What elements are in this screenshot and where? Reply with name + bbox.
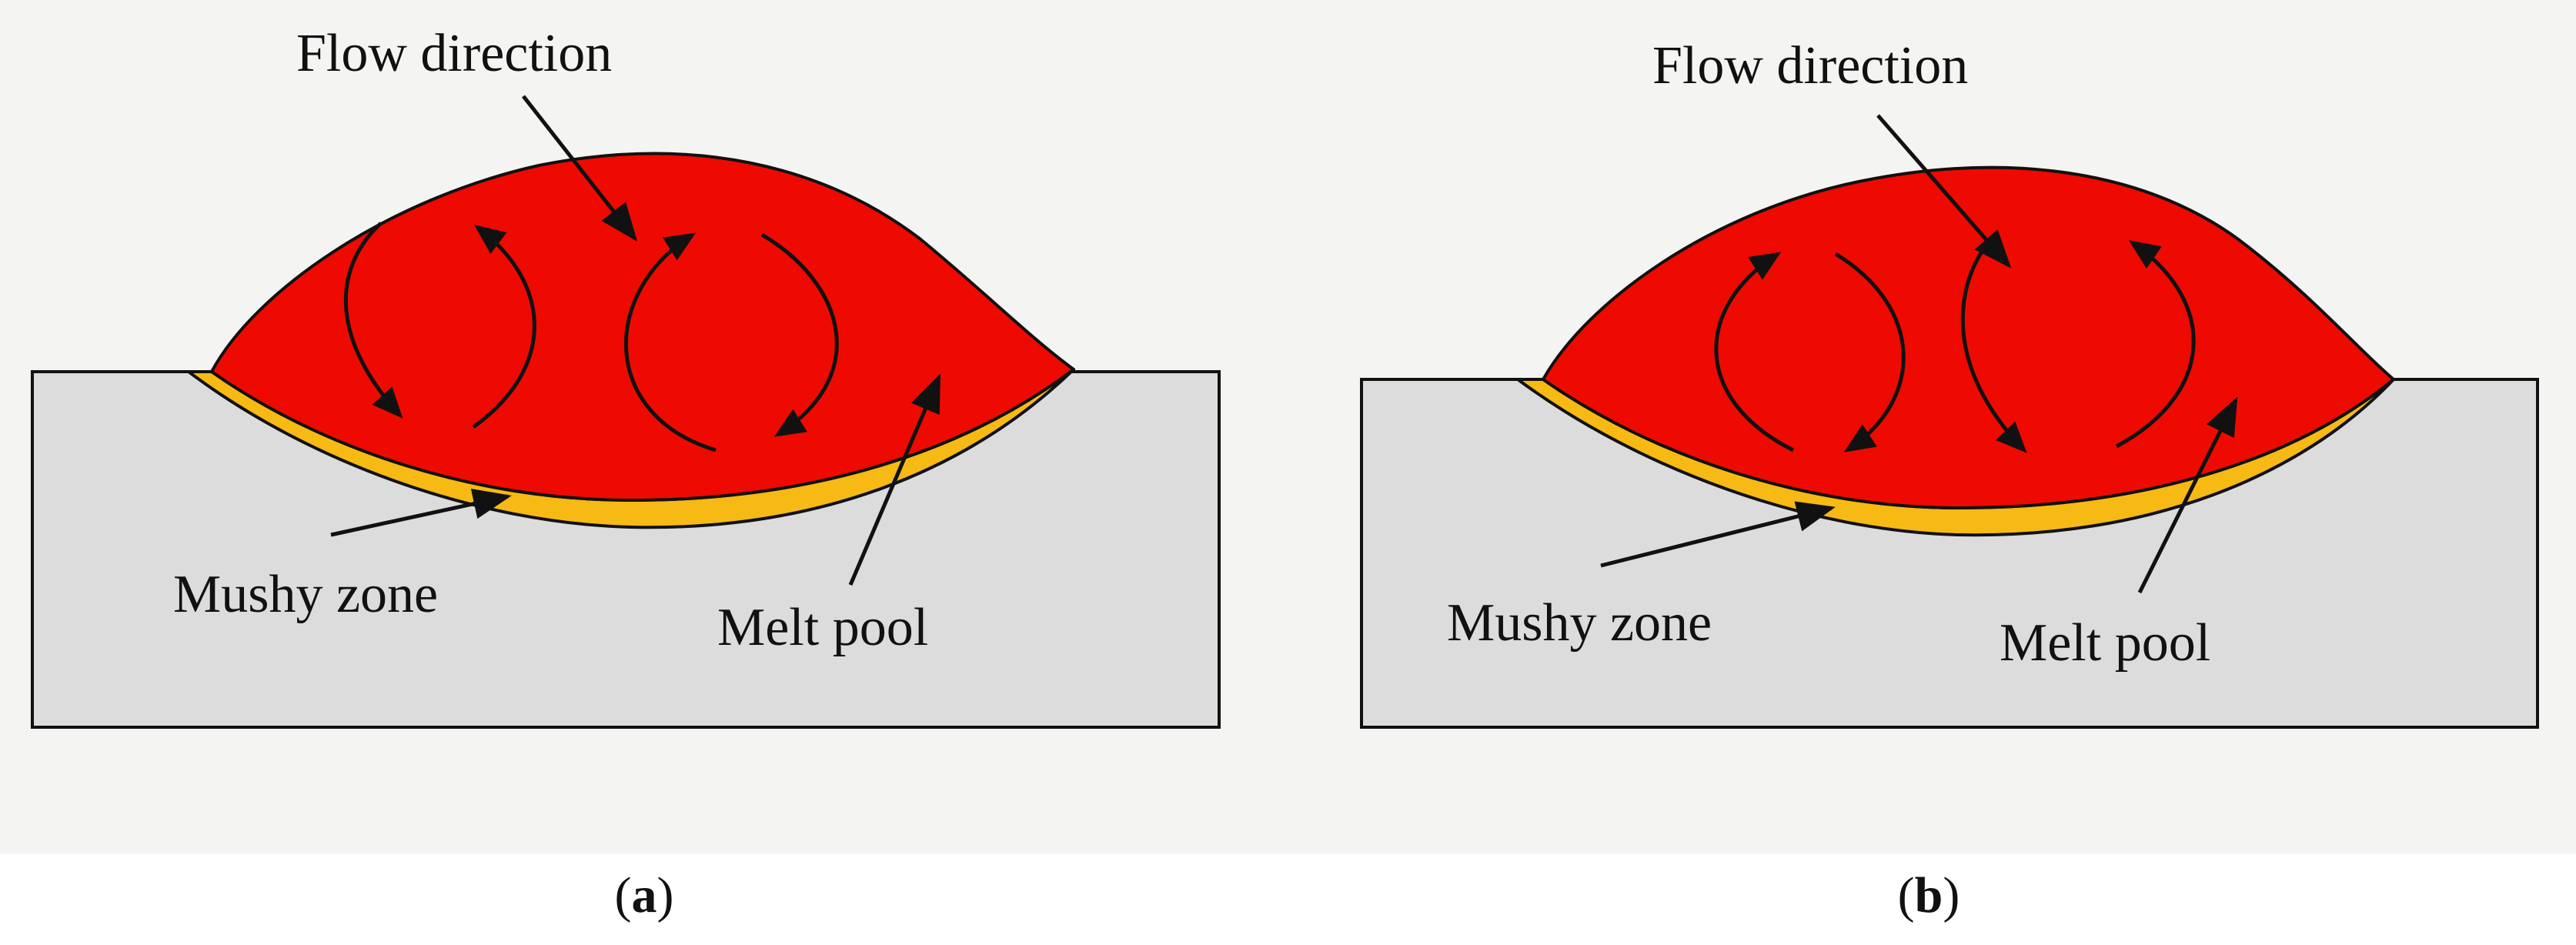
caption-b-letter: b: [1915, 867, 1943, 923]
melt-pool-a: [210, 152, 1075, 502]
caption-a-open: (: [615, 867, 632, 923]
melt-pool-label-a: Melt pool: [717, 598, 928, 657]
melt-pool-pointer-a: [848, 373, 941, 586]
flow-arrow-icon-a1: [343, 222, 403, 419]
caption-b-close: ): [1943, 867, 1960, 923]
flow-direction-pointer-b: [1876, 114, 2012, 269]
mushy-zone-label-b: Mushy zone: [1447, 593, 1712, 653]
melt-pool-pointer-b: [2137, 396, 2238, 594]
flow-direction-label-b: Flow direction: [1652, 36, 1968, 95]
flow-arrow-icon-b1: [1714, 252, 1795, 452]
mushy-zone-label-a: Mushy zone: [173, 565, 438, 624]
caption-a-letter: a: [632, 867, 657, 923]
caption-a-close: ): [657, 867, 674, 923]
caption-a: (a): [615, 867, 674, 923]
panel-a: Flow direction Mushy zone Melt pool (a): [0, 0, 1288, 923]
caption-b-open: (: [1898, 867, 1915, 923]
flow-direction-pointer-a: [522, 95, 638, 242]
flow-arrow-icon-b4: [2115, 240, 2196, 449]
caption-b: (b): [1898, 867, 1960, 923]
flow-arrow-icon-a3: [624, 232, 717, 452]
flow-direction-label-a: Flow direction: [296, 24, 612, 83]
flow-arrow-icon-a4: [760, 232, 839, 437]
mushy-zone-pointer-a: [330, 489, 512, 537]
panel-b: Flow direction Mushy zone Melt pool (b): [1288, 0, 2576, 923]
mushy-zone-pointer-b: [1600, 501, 1836, 568]
flow-arrow-icon-b2: [1834, 252, 1906, 452]
melt-pool-label-b: Melt pool: [2000, 613, 2210, 673]
flow-arrow-icon-a2: [472, 224, 536, 429]
